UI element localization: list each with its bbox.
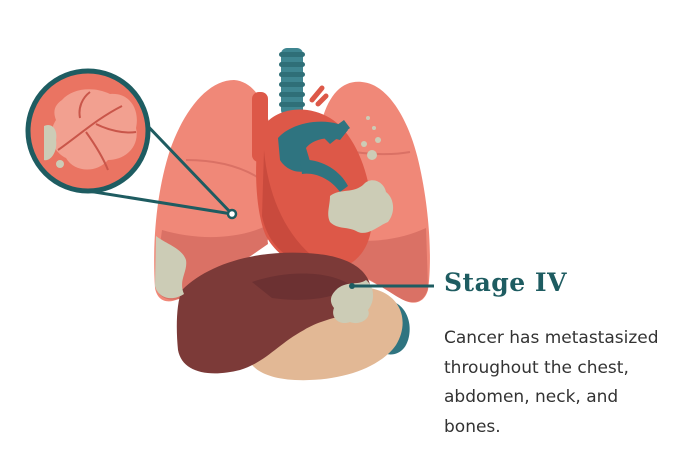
magnified-lung-tissue-icon	[25, 68, 238, 220]
stage-description: Cancer has metastasized throughout the c…	[444, 328, 659, 437]
left-lung-lower-lobe	[155, 226, 268, 300]
stage-title: Stage IV	[444, 268, 567, 297]
trachea-icon	[279, 48, 305, 116]
metastasis-spots	[155, 116, 394, 324]
